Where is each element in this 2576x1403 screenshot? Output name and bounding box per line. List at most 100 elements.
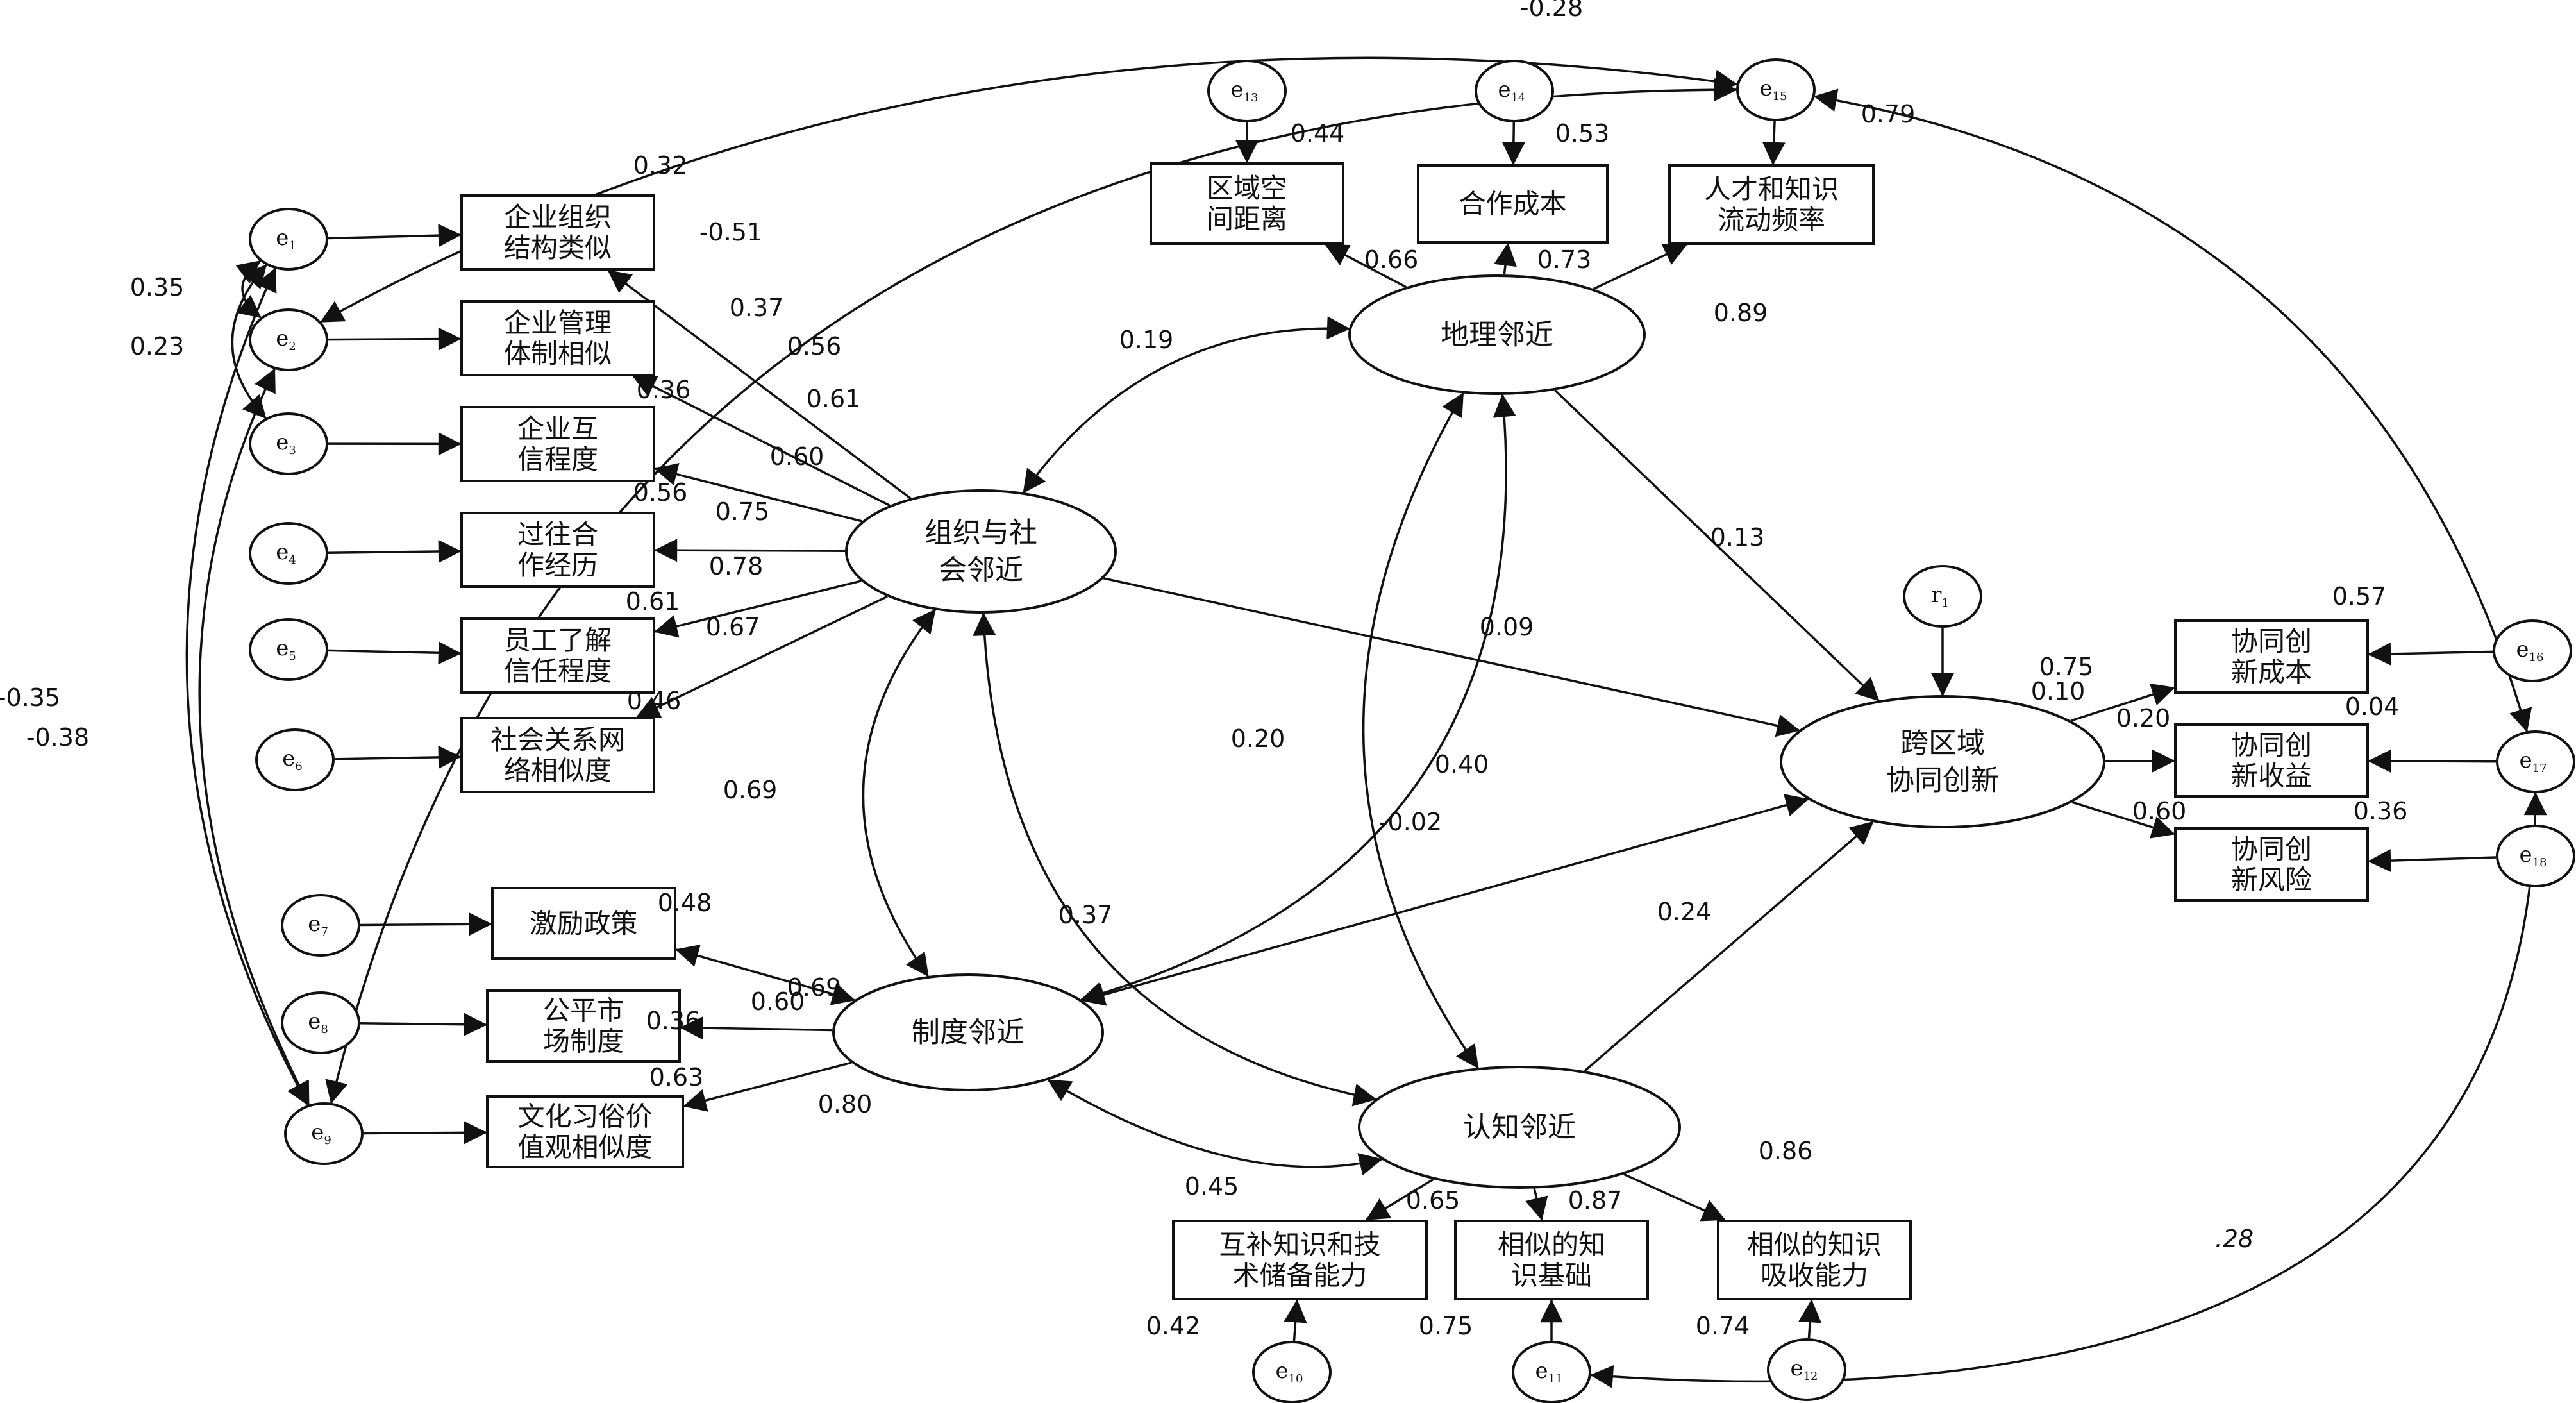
latent-ellipse	[1780, 695, 2105, 828]
node-label-line: 互补知识和技	[1219, 1229, 1380, 1261]
node-label-line: 协同创	[2231, 730, 2312, 761]
error-label: e18	[2519, 842, 2547, 870]
error-term-e10: e10	[1252, 1341, 1332, 1403]
path-cog-to-innov	[1584, 821, 1874, 1072]
node-label-line: 跨区域	[1900, 727, 1985, 760]
path-coefficient: 0.44	[1291, 119, 1345, 147]
node-label-line: 作经历	[517, 550, 598, 581]
node-label-line: 相似的知识	[1747, 1229, 1882, 1261]
error-term-e5: e5	[249, 618, 328, 681]
error-label: r1	[1931, 582, 1949, 610]
path-coefficient: 0.36	[2354, 797, 2408, 825]
path-coefficient: -0.38	[26, 723, 89, 752]
node-label-line: 相似的知	[1498, 1229, 1605, 1261]
node-label-line: 员工了解	[504, 625, 612, 656]
error-term-e3: e3	[249, 412, 328, 475]
node-label-line: 协同创新	[1886, 764, 1999, 797]
node-label-line: 企业互	[517, 413, 598, 444]
path-coefficient: 0.36	[646, 1007, 701, 1035]
error-label: e3	[276, 430, 296, 457]
path-coefficient: 0.45	[1185, 1172, 1239, 1200]
covariance-e15-e17	[1813, 88, 2532, 732]
error-term-e12: e12	[1767, 1338, 1846, 1401]
error-ellipse	[249, 618, 328, 681]
error-label: e14	[1498, 77, 1525, 105]
indicator-box	[460, 406, 655, 482]
node-label-line: 新风险	[2231, 864, 2312, 896]
latent-ellipse	[832, 973, 1104, 1091]
path-coefficient: 0.20	[2116, 704, 2171, 732]
error-ellipse	[2496, 730, 2575, 793]
path-coefficient: 0.75	[2039, 653, 2094, 681]
error-term-e14: e14	[1475, 60, 1554, 122]
path-coefficient: 0.73	[1537, 246, 1592, 274]
indicator-box	[486, 1095, 684, 1168]
path-e6-to-o6	[334, 745, 462, 769]
error-ellipse	[2493, 619, 2572, 682]
node-label-line: 识基础	[1511, 1260, 1592, 1291]
node-label-line: 络相似度	[504, 755, 612, 786]
node-label-line: 信程度	[517, 444, 598, 475]
path-coefficient: 0.66	[1364, 246, 1419, 274]
path-coefficient: 0.32	[633, 151, 688, 180]
path-arrows	[185, 56, 2547, 1388]
path-coefficient: 0.35	[130, 273, 185, 301]
path-coefficient: 0.69	[723, 776, 778, 804]
path-e16-to-n1	[2368, 642, 2493, 666]
error-ellipse	[249, 308, 328, 371]
path-e4-to-o4	[328, 539, 462, 563]
path-coefficient: 0.61	[626, 587, 680, 616]
error-term-e4: e4	[249, 522, 328, 585]
node-label-line: 区域空	[1207, 172, 1287, 204]
path-coefficient: 0.86	[1759, 1137, 1813, 1165]
error-term-e8: e8	[281, 991, 360, 1054]
error-term-e17: e17	[2496, 730, 2575, 793]
node-label-line: 值观相似度	[517, 1132, 652, 1163]
covariance-org-inst	[862, 609, 936, 977]
indicator-box	[1717, 1220, 1912, 1300]
node-label-line: 体制相似	[504, 338, 612, 369]
node-label-line: 场制度	[543, 1026, 624, 1057]
node-label-line: 结构类似	[504, 232, 612, 264]
indicator-box	[460, 300, 655, 376]
node-label-line: 间距离	[1207, 203, 1287, 235]
path-coefficient: 0.87	[1568, 1186, 1623, 1214]
node-label-line: 新成本	[2231, 657, 2312, 688]
indicator-box	[1668, 164, 1875, 245]
path-e5-to-o5	[328, 641, 462, 665]
path-coefficient: -0.28	[1520, 0, 1583, 22]
node-label-line: 术储备能力	[1232, 1260, 1367, 1291]
node-label-line: 社会关系网	[490, 724, 625, 755]
error-term-e13: e13	[1207, 60, 1287, 122]
indicator-box	[1150, 162, 1344, 245]
path-coefficient: 0.60	[751, 987, 805, 1016]
path-coefficient: 0.89	[1714, 299, 1768, 327]
path-e14-to-g2	[1501, 122, 1525, 165]
error-ellipse	[1512, 1341, 1591, 1403]
node-label-line: 认知邻近	[1463, 1111, 1576, 1144]
path-coefficient: 0.10	[2031, 677, 2086, 705]
path-coefficient: 0.80	[818, 1090, 873, 1118]
covariance-e9-e15	[325, 78, 1737, 1104]
node-label-line: 制度邻近	[912, 1016, 1025, 1049]
path-coefficient: 0.75	[1419, 1312, 1473, 1340]
covariance-geo-inst	[1080, 394, 1516, 1005]
error-term-e9: e9	[284, 1102, 364, 1165]
path-cog-to-c1	[1366, 1178, 1434, 1221]
path-coefficient: 0.75	[715, 498, 770, 526]
error-label: e4	[276, 539, 296, 567]
path-coefficient: 0.04	[2345, 693, 2400, 721]
path-coefficient: 0.56	[787, 332, 842, 360]
error-label: e16	[2516, 637, 2543, 664]
error-label: e2	[276, 326, 296, 353]
